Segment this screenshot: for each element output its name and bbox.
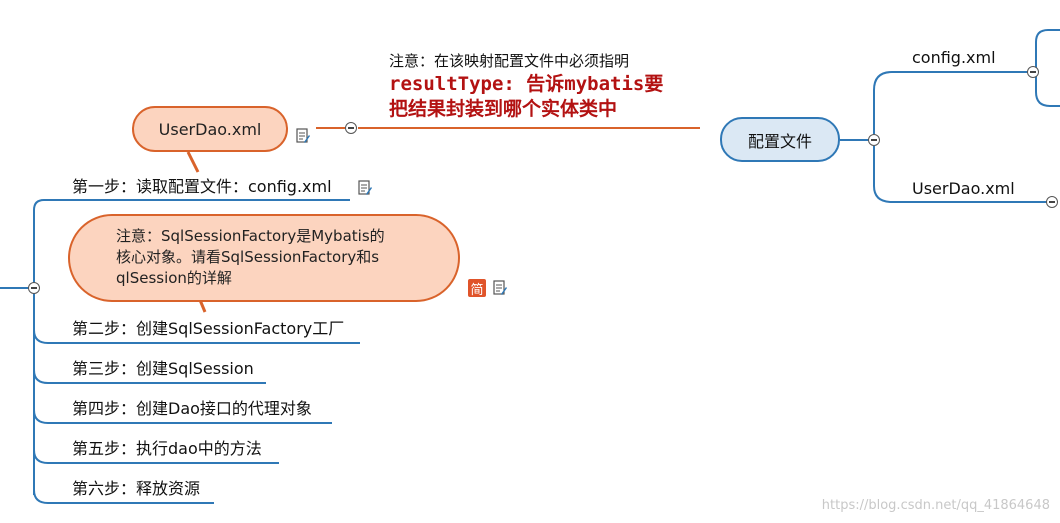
factory-note-line1: 注意：SqlSessionFactory是Mybatis的 — [116, 227, 385, 245]
step-5-topic[interactable]: 第五步：执行dao中的方法 — [72, 439, 262, 458]
watermark: https://blog.csdn.net/qq_41864648 — [821, 498, 1050, 513]
userdao-xml-branch[interactable]: UserDao.xml — [912, 179, 1015, 198]
note-icon[interactable] — [358, 180, 372, 196]
config-files-collapse-toggle[interactable] — [868, 134, 880, 146]
factory-note-topic[interactable]: 注意：SqlSessionFactory是Mybatis的 核心对象。请看Sql… — [68, 214, 460, 302]
note-icon[interactable] — [296, 128, 310, 144]
note-top-line3: 把结果封装到哪个实体类中 — [389, 98, 618, 120]
factory-note-line3: qlSession的详解 — [116, 269, 232, 287]
note-icon[interactable] — [493, 280, 507, 296]
userdao-topic-label: UserDao.xml — [158, 119, 262, 139]
config-files-label: 配置文件 — [747, 131, 812, 151]
step-1-topic[interactable]: 第一步：读取配置文件：config.xml — [72, 177, 332, 196]
userdao-topic-collapse-toggle[interactable] — [345, 122, 357, 134]
step-6-topic[interactable]: 第六步：释放资源 — [72, 479, 201, 498]
config-xml-branch[interactable]: config.xml — [912, 48, 996, 67]
step-3-topic[interactable]: 第三步：创建SqlSession — [72, 359, 254, 378]
note-top-line1: 注意：在该映射配置文件中必须指明 — [389, 52, 630, 70]
factory-note-line2: 核心对象。请看SqlSessionFactory和s — [116, 248, 380, 266]
step-4-topic[interactable]: 第四步：创建Dao接口的代理对象 — [72, 399, 312, 418]
config-files-topic[interactable]: 配置文件 — [720, 117, 840, 162]
userdao-topic[interactable]: UserDao.xml — [132, 106, 288, 152]
note-top-line2: resultType: 告诉mybatis要 — [389, 73, 664, 95]
config-xml-collapse-toggle[interactable] — [1027, 66, 1039, 78]
simplified-badge[interactable]: 简 — [468, 279, 486, 298]
userdao-xml-collapse-toggle[interactable] — [1046, 196, 1058, 208]
step-2-topic[interactable]: 第二步：创建SqlSessionFactory工厂 — [72, 319, 345, 338]
main-collapse-toggle[interactable] — [28, 282, 40, 294]
